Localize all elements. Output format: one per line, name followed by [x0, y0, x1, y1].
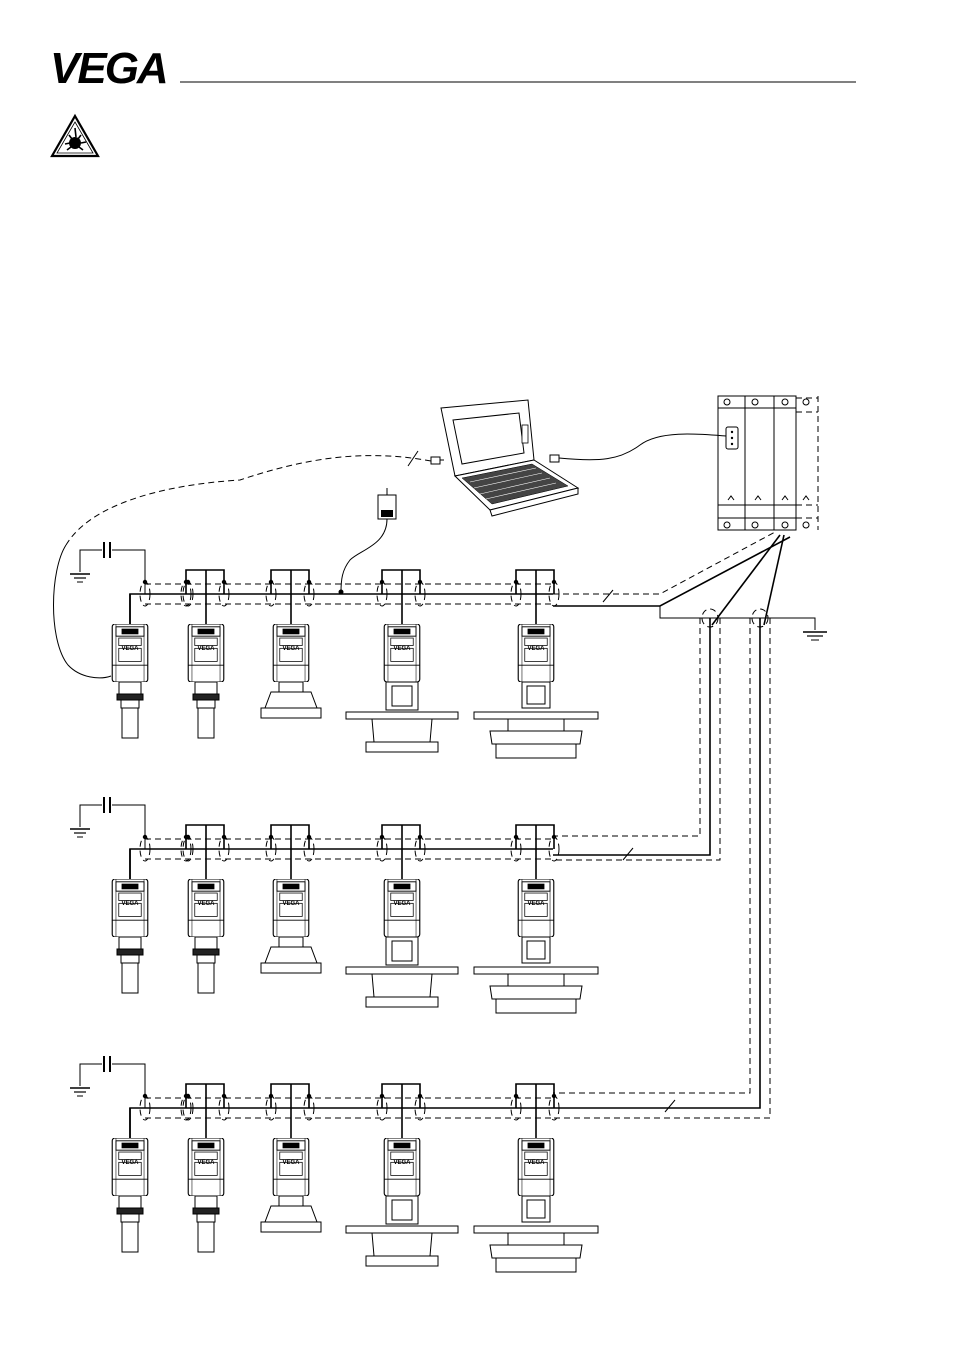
laptop-left-connector: [431, 457, 444, 464]
device-brand-label: VEGA: [121, 901, 139, 907]
bus-line: [130, 849, 553, 879]
laptop-to-processor-cable: [559, 434, 726, 460]
level-sensor: VEGA: [181, 825, 229, 993]
device-brand-label: VEGA: [121, 1160, 139, 1166]
bus-line: [130, 594, 553, 624]
level-sensor: VEGA: [261, 1084, 321, 1232]
device-brand-label: VEGA: [282, 1160, 300, 1166]
fieldbus-segment-1: VEGA VEGA VEGA VEGA VEGA: [70, 542, 598, 758]
device-brand-label: VEGA: [393, 901, 411, 907]
ground-capacitor: [70, 1056, 145, 1108]
bus-line: [130, 1108, 553, 1138]
device-brand-label: VEGA: [197, 1160, 215, 1166]
interface-adapter: [378, 488, 396, 519]
level-sensor: VEGA: [261, 825, 321, 973]
brand-logo: VEGA: [50, 44, 167, 93]
level-sensor: VEGA: [346, 570, 458, 752]
device-brand-label: VEGA: [197, 901, 215, 907]
laptop-to-sensor-dashed-cable: [66, 456, 431, 545]
trunk-cables: [553, 532, 827, 1118]
device-brand-label: VEGA: [197, 646, 215, 652]
device-brand-label: VEGA: [282, 901, 300, 907]
device-brand-label: VEGA: [527, 1160, 545, 1166]
ground-capacitor: [70, 797, 145, 849]
fieldbus-segment-3: VEGA VEGA VEGA VEGA VEGA: [70, 1056, 598, 1272]
level-sensor: VEGA: [474, 570, 598, 758]
device-brand-label: VEGA: [393, 1160, 411, 1166]
device-brand-label: VEGA: [282, 646, 300, 652]
device-brand-label: VEGA: [121, 646, 139, 652]
level-sensor: VEGA: [346, 1084, 458, 1266]
explosion-hazard-icon: [52, 116, 98, 156]
fieldbus-segment-2: VEGA VEGA VEGA VEGA VEGA: [70, 797, 598, 1013]
level-sensor: VEGA: [346, 825, 458, 1007]
level-sensor: VEGA: [181, 1084, 229, 1252]
laptop-right-connector: [550, 455, 559, 462]
level-sensor: VEGA: [474, 825, 598, 1013]
ground-capacitor: [70, 542, 145, 594]
device-brand-label: VEGA: [527, 901, 545, 907]
laptop-to-sensor-cable: [54, 545, 112, 678]
level-sensor: VEGA: [181, 570, 229, 738]
page-header: VEGA: [50, 44, 856, 93]
level-sensor: VEGA: [261, 570, 321, 718]
device-brand-label: VEGA: [393, 646, 411, 652]
level-sensor: VEGA: [474, 1084, 598, 1272]
device-brand-label: VEGA: [527, 646, 545, 652]
processing-unit: [718, 396, 818, 530]
